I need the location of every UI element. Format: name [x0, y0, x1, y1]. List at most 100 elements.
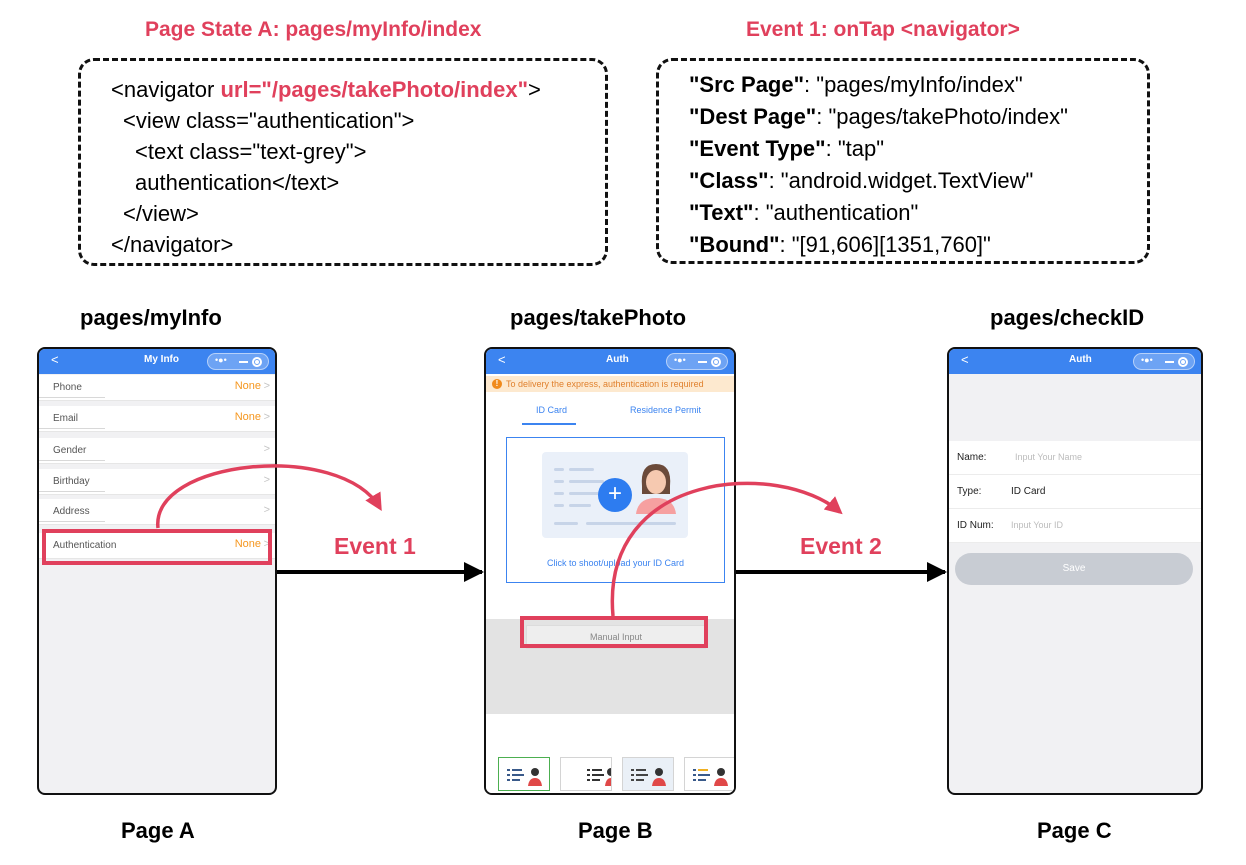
back-icon[interactable]: <: [498, 352, 506, 367]
more-icon[interactable]: •●•: [215, 355, 227, 365]
form-row-name: Name: Input Your Name: [949, 441, 1201, 475]
row-label: Birthday: [53, 476, 90, 487]
form-row-id-num: ID Num: Input Your ID: [949, 509, 1201, 543]
close-circle-icon[interactable]: [1178, 357, 1188, 367]
chevron-right-icon: >: [263, 443, 270, 455]
page-title: Auth: [606, 354, 629, 365]
row-label: Address: [53, 506, 90, 517]
page-b-label: Page B: [578, 818, 653, 843]
row-authentication[interactable]: Authentication None >: [39, 533, 275, 559]
id-card-thumbnail[interactable]: [560, 757, 612, 791]
event-field-class: "Class": "android.widget.TextView": [689, 170, 1033, 192]
row-phone[interactable]: Phone None >: [39, 375, 275, 401]
back-icon[interactable]: <: [961, 352, 969, 367]
page-b-path: pages/takePhoto: [510, 305, 687, 330]
title-bar: < Auth •●•: [486, 349, 734, 374]
event-field-key: "Text": [689, 200, 754, 225]
form-label: Name:: [957, 452, 987, 463]
id-card-thumbnail[interactable]: [684, 757, 734, 791]
event-field-src-page: "Src Page": "pages/myInfo/index": [689, 74, 1023, 96]
mini-program-capsule[interactable]: •●•: [666, 353, 728, 370]
title-bar: < My Info •●•: [39, 349, 275, 374]
card-line: [554, 504, 564, 507]
back-icon[interactable]: <: [51, 352, 59, 367]
event-field-key: "Class": [689, 168, 769, 193]
mini-program-capsule[interactable]: •●•: [207, 353, 269, 370]
event-field-key: "Src Page": [689, 72, 805, 97]
page-a-label: Page A: [121, 818, 195, 843]
active-tab-indicator: [522, 423, 576, 425]
page-state-a-code-box: <navigator url="/pages/takePhoto/index">…: [78, 58, 608, 266]
id-card-illustration: +: [542, 452, 688, 538]
tab-residence-permit[interactable]: Residence Permit: [630, 405, 702, 415]
tab-bar: ID Card Residence Permit: [486, 392, 734, 428]
card-line: [569, 480, 604, 483]
page-a-path: pages/myInfo: [80, 305, 222, 330]
event-1-curve-arrow: [156, 464, 382, 529]
add-photo-icon[interactable]: +: [598, 478, 632, 512]
row-gender[interactable]: Gender >: [39, 438, 275, 464]
event-2-label: Event 2: [800, 533, 882, 559]
warning-icon: !: [492, 379, 502, 389]
name-input[interactable]: Input Your Name: [1015, 452, 1083, 462]
id-card-icon: [587, 768, 611, 786]
row-birthday[interactable]: Birthday >: [39, 469, 275, 495]
event-field-key: "Dest Page": [689, 104, 817, 129]
event-field-bound: "Bound": "[91,606][1351,760]": [689, 234, 991, 256]
minimize-icon[interactable]: [698, 361, 707, 363]
row-label: Gender: [53, 445, 87, 456]
code-line-6: </navigator>: [111, 232, 234, 257]
close-circle-icon[interactable]: [252, 357, 262, 367]
card-line: [554, 480, 564, 483]
page-state-a-heading: Page State A: pages/myInfo/index: [145, 18, 482, 41]
id-card-thumbnail[interactable]: [498, 757, 550, 791]
chevron-right-icon: >: [263, 380, 270, 392]
code-line-1-post: >: [528, 77, 541, 102]
id-card-thumbnail[interactable]: [622, 757, 674, 791]
code-line-3: <text class="text-grey">: [135, 139, 367, 164]
chevron-right-icon: >: [263, 474, 270, 486]
chevron-right-icon: >: [263, 538, 270, 550]
tab-id-card[interactable]: ID Card: [536, 405, 568, 415]
highlight-authentication-row: [42, 529, 272, 565]
phone-page-b: < Auth •●• ! To delivery the express, au…: [484, 347, 736, 795]
divider: [39, 428, 105, 429]
id-number-input[interactable]: Input Your ID: [1011, 520, 1064, 530]
type-select[interactable]: ID Card: [1011, 486, 1046, 497]
mini-program-capsule[interactable]: •●•: [1133, 353, 1195, 370]
event-1-info-box: "Src Page": "pages/myInfo/index" "Dest P…: [656, 58, 1150, 264]
code-line-1-pre: <navigator: [111, 77, 221, 102]
save-button[interactable]: Save: [955, 553, 1193, 585]
upload-id-card-area[interactable]: + Click to shoot/upload your ID Card: [506, 437, 725, 583]
minimize-icon[interactable]: [239, 361, 248, 363]
event-1-heading: Event 1: onTap <navigator>: [746, 18, 1020, 41]
event-field-value: : "authentication": [753, 200, 919, 225]
id-card-icon: [631, 768, 666, 786]
more-icon[interactable]: •●•: [674, 355, 686, 365]
highlight-manual-input: [520, 616, 708, 648]
row-value: None: [234, 380, 261, 392]
title-bar: < Auth •●•: [949, 349, 1201, 374]
phone-page-a: < My Info •●• Phone None > Email None > …: [37, 347, 277, 795]
banner-text: To delivery the express, authentication …: [506, 379, 704, 389]
code-line-1-url: url="/pages/takePhoto/index": [220, 77, 529, 102]
event-field-value: : "pages/takePhoto/index": [816, 104, 1068, 129]
page-c-path: pages/checkID: [990, 305, 1145, 330]
event-field-dest-page: "Dest Page": "pages/takePhoto/index": [689, 106, 1068, 128]
more-icon[interactable]: •●•: [1141, 355, 1153, 365]
id-card-icon: [507, 768, 542, 786]
card-line: [586, 522, 676, 525]
event-field-value: : "pages/myInfo/index": [804, 72, 1023, 97]
row-email[interactable]: Email None >: [39, 406, 275, 432]
minimize-icon[interactable]: [1165, 361, 1174, 363]
card-line: [569, 468, 594, 471]
row-value: None: [234, 538, 261, 550]
form-label: Type:: [957, 486, 982, 497]
divider: [39, 521, 105, 522]
save-label: Save: [1062, 563, 1086, 574]
code-line-1: <navigator url="/pages/takePhoto/index">: [111, 79, 541, 101]
event-2-curve-arrow: [610, 481, 843, 617]
close-circle-icon[interactable]: [711, 357, 721, 367]
code-line-4: authentication</text>: [135, 170, 340, 195]
card-line: [569, 504, 591, 507]
